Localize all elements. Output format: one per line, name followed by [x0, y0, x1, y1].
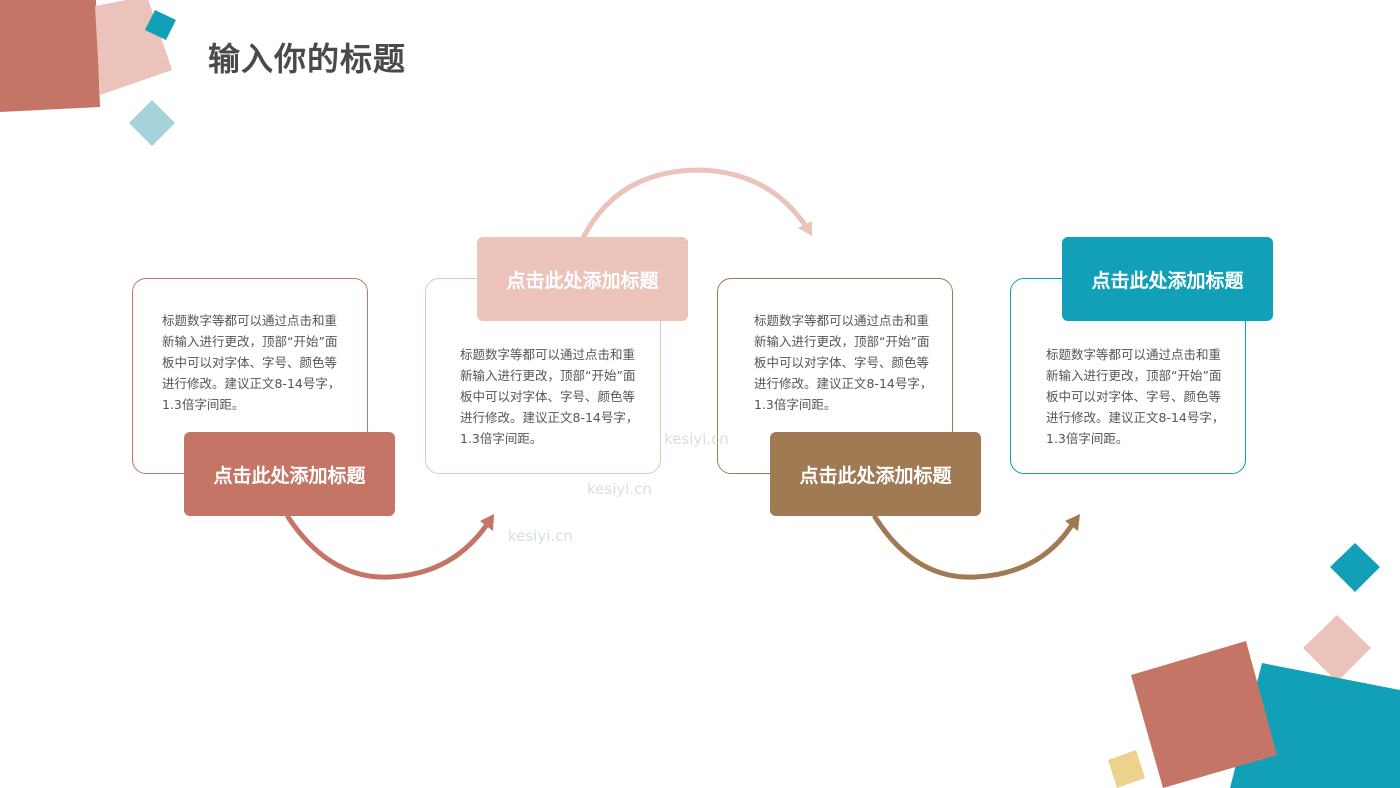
step-heading-2[interactable]: 点击此处添加标题	[477, 237, 688, 321]
arrow-2	[580, 167, 812, 241]
arrow-3	[872, 514, 1080, 580]
step-body-4[interactable]: 标题数字等都可以通过点击和重新输入进行更改，顶部“开始”面板中可以对字体、字号、…	[1046, 347, 1225, 446]
pink-diamond	[1303, 615, 1371, 682]
rust-square	[0, 0, 100, 112]
step-heading-3[interactable]: 点击此处添加标题	[770, 432, 981, 516]
watermark-1: kesiyi.cn	[508, 527, 573, 545]
lightblue-diamond	[129, 100, 175, 146]
teal-small-square	[145, 10, 176, 40]
step-body-1[interactable]: 标题数字等都可以通过点击和重新输入进行更改，顶部“开始”面板中可以对字体、字号、…	[162, 313, 341, 412]
step-body-3[interactable]: 标题数字等都可以通过点击和重新输入进行更改，顶部“开始”面板中可以对字体、字号、…	[754, 313, 933, 412]
yellow-square	[1108, 750, 1145, 788]
watermark-2: kesiyi.cn	[587, 480, 652, 498]
page-title[interactable]: 输入你的标题	[208, 40, 407, 78]
step-heading-4[interactable]: 点击此处添加标题	[1062, 237, 1273, 321]
top-left-decor	[0, 0, 176, 146]
bottom-right-decor	[1108, 543, 1400, 788]
rust-big-square	[1131, 641, 1277, 788]
watermark-3: kesiyi.cn	[664, 430, 729, 448]
teal-diamond	[1330, 543, 1380, 592]
arrow-1	[285, 514, 494, 580]
teal-big-square	[1230, 663, 1400, 788]
step-body-2[interactable]: 标题数字等都可以通过点击和重新输入进行更改，顶部“开始”面板中可以对字体、字号、…	[460, 347, 639, 446]
step-heading-1[interactable]: 点击此处添加标题	[184, 432, 395, 516]
